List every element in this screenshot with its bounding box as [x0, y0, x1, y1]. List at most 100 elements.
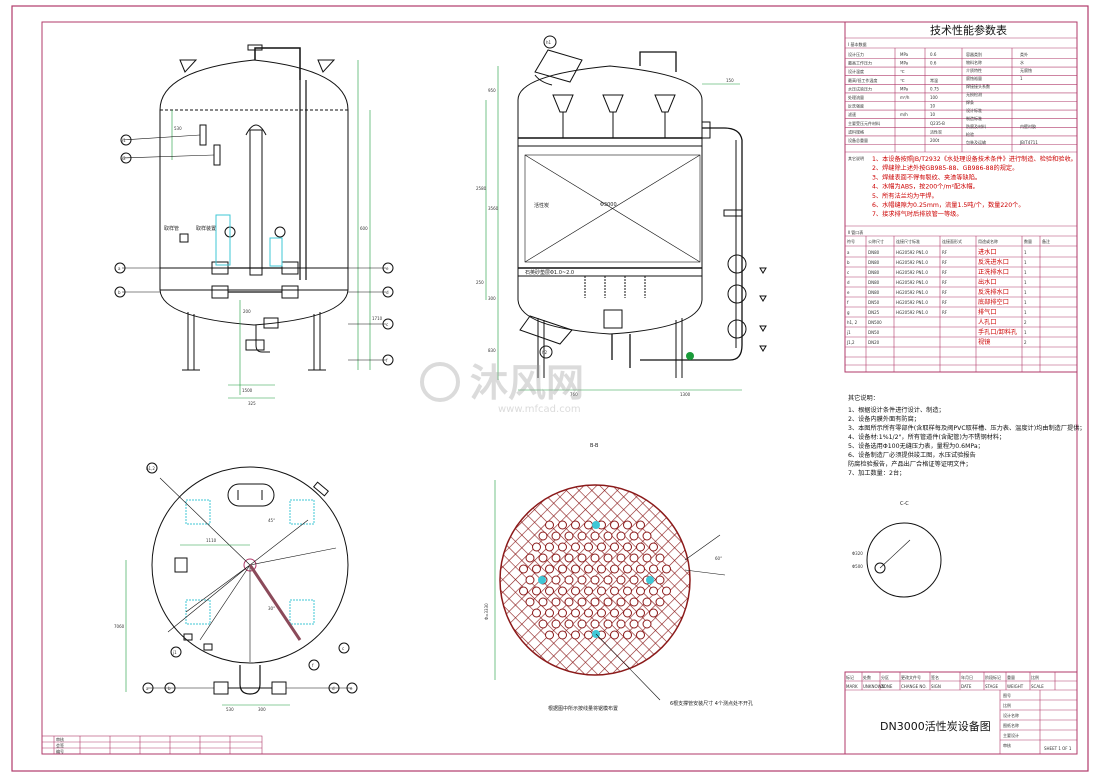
nozzle-hole [519, 586, 528, 596]
drawing-title: DN3000活性炭设备图 [880, 719, 991, 733]
nozzle-cell: DN50 [868, 300, 880, 305]
nozzle-hole [558, 520, 567, 530]
spec-left-label: 最高/低工作温度 [848, 77, 877, 83]
nozzle-cell: 1 [1024, 260, 1027, 265]
nozzle-hole [577, 553, 587, 563]
title-block-right-label: 比例 [1003, 702, 1011, 708]
tech-req-line: 2、焊缝除上述外按GB985-88、GB986-88的规定。 [872, 164, 1018, 172]
spec-left-unit: ℃ [900, 78, 905, 83]
nozzle-hole [545, 520, 554, 530]
section-label-diameter: Φ3000 [600, 202, 617, 208]
nozzle-hole [532, 586, 541, 596]
spec-right-value: 1 [1020, 76, 1023, 81]
plan-tag-f: f [312, 663, 314, 668]
plate-note-right: 6根支撑管安装尺寸 4个测点处不开孔 [670, 700, 753, 707]
title-block-header-en: STAGE [985, 684, 998, 689]
spec-right-label: 防腐及材料 [966, 123, 986, 129]
other-note-line: 2、设备内膜外面有防腐； [848, 415, 920, 423]
title-block-header-en: UNKNOWN [863, 684, 885, 689]
nozzle-hole [649, 586, 658, 596]
nozzle-hole [584, 608, 593, 618]
nozzle-hole [564, 531, 574, 541]
front-dim-530: 530 [174, 126, 182, 131]
nozzle-hole [551, 531, 561, 541]
front-tag-j2: j2 [121, 156, 126, 161]
nozzle-hole [649, 564, 658, 574]
nozzle-hole [610, 520, 619, 530]
nozzle-hole [655, 575, 665, 585]
nozzle-hole [649, 542, 658, 552]
nozzle-cell: HG20592 PN1.0 [896, 280, 928, 285]
other-notes-title: 其它说明： [848, 394, 879, 402]
spec-left-value: 200t [930, 138, 940, 143]
spec-table [844, 21, 1078, 373]
spec-left-unit: m³/h [900, 95, 910, 100]
nozzle-hole [610, 542, 619, 552]
nozzle-cell: J1,2 [846, 340, 855, 345]
title-block-right-label: 图号 [1003, 692, 1011, 698]
spec-left-label: 设计压力 [848, 51, 864, 57]
nozzle-cell: HG20592 PN1.0 [896, 310, 928, 315]
front-dim-200: 200 [243, 309, 251, 314]
nozzle-cell: 反洗进水口 [978, 258, 1009, 266]
nozzle-header: 符号 [847, 238, 855, 244]
title-block-header-en: SIGN [931, 684, 941, 689]
front-label-sampling: 取样管 [164, 225, 179, 232]
nozzle-hole [642, 597, 652, 607]
nozzle-hole [558, 542, 567, 552]
spec-right-value: 类外 [1020, 51, 1028, 57]
spec-right-label: 物料名称 [966, 59, 982, 65]
front-tag-a: a [118, 266, 121, 271]
nozzle-hole [623, 564, 632, 574]
nozzle-header: 用途或名称 [978, 238, 998, 244]
nozzle-cell: HG20592 PN1.0 [896, 290, 928, 295]
spec-left-value: 常温 [930, 77, 938, 83]
nozzle-hole [623, 586, 632, 596]
nozzle-hole [642, 553, 652, 563]
nozzle-hole [538, 597, 548, 607]
spec-right-value: 内壁衬胶 [1020, 123, 1036, 129]
nozzle-hole [584, 586, 593, 596]
title-block-header: 签名 [931, 674, 939, 680]
section-dim-300: 300 [488, 296, 496, 301]
nozzle-cell: DN80 [868, 250, 880, 255]
plan-view [125, 462, 358, 706]
spec-right-value: JB/T4711 [1019, 140, 1038, 145]
plan-angle-30: 30° [268, 606, 275, 611]
nozzle-hole [590, 619, 600, 629]
nozzle-hole [545, 630, 554, 640]
nozzle-cell: 1 [1024, 270, 1027, 275]
spec-right-value: 无腐蚀 [1020, 67, 1032, 73]
nozzle-hole [564, 597, 574, 607]
nozzle-hole [545, 542, 554, 552]
nozzle-hole [538, 619, 548, 629]
nozzle-hole [558, 630, 567, 640]
nozzle-cell: 2 [1024, 320, 1027, 325]
nozzle-header: 连接面形式 [942, 238, 962, 244]
plan-tag-a: a [146, 686, 149, 691]
nozzle-hole [623, 542, 632, 552]
nozzle-hole [551, 619, 561, 629]
nozzle-hole [636, 608, 645, 618]
nozzle-cell: DN80 [868, 260, 880, 265]
plan-dim-300: 300 [258, 707, 266, 712]
watermark-url: www.mfcad.com [498, 404, 581, 415]
nozzle-hole [564, 575, 574, 585]
spec-left-value: Q235-B [930, 121, 945, 126]
nozzle-hole [564, 619, 574, 629]
watermark-brand: 沐风网 [470, 361, 584, 405]
nozzle-cell: d [847, 280, 850, 285]
spec-left-label: 反洗强度 [848, 103, 864, 109]
nozzle-hole [558, 586, 567, 596]
nozzle-hole [564, 553, 574, 563]
nozzle-hole [636, 520, 645, 530]
nozzle-hole [629, 575, 639, 585]
nozzle-cell: 1 [1024, 310, 1027, 315]
nozzle-hole [610, 630, 619, 640]
nozzle-hole [545, 608, 554, 618]
nozzle-hole [525, 575, 535, 585]
spec-left-value: 10 [930, 112, 936, 117]
nozzle-hole [590, 575, 600, 585]
title-block-header-en: MARK [846, 684, 858, 689]
